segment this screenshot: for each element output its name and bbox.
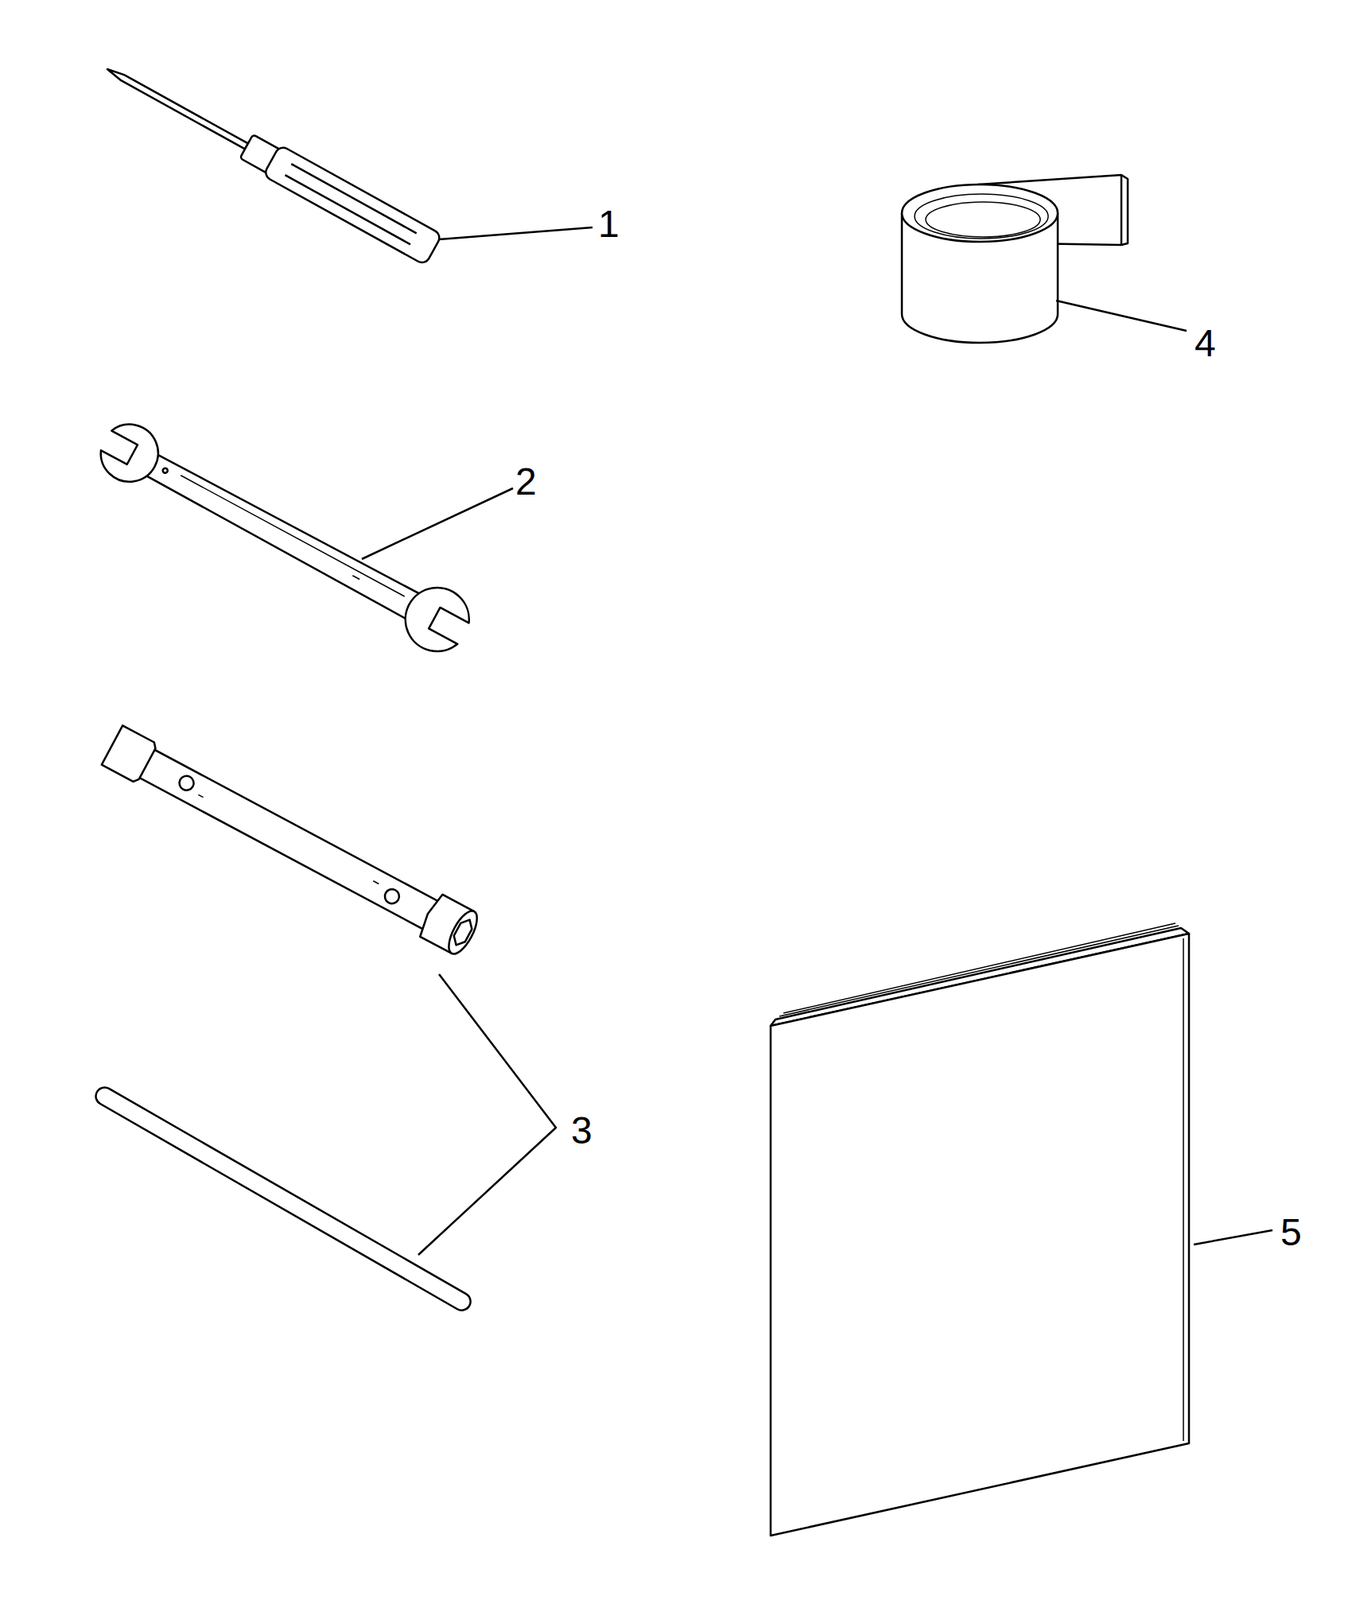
leader-line bbox=[418, 974, 556, 1255]
wrench bbox=[91, 412, 479, 662]
tape-roll bbox=[901, 174, 1128, 343]
callout-number: 4 bbox=[1194, 324, 1217, 363]
callout-number: 2 bbox=[515, 462, 537, 502]
tommy-bar bbox=[93, 1083, 474, 1314]
callout-number: 1 bbox=[598, 205, 620, 244]
leader-line bbox=[439, 227, 593, 240]
leader-line bbox=[1193, 1230, 1273, 1245]
leader-line bbox=[1056, 300, 1187, 331]
manual bbox=[770, 923, 1189, 1536]
box-wrench bbox=[101, 724, 483, 959]
screwdriver bbox=[98, 54, 443, 266]
leader-line bbox=[361, 488, 513, 560]
callout-number: 5 bbox=[1280, 1213, 1302, 1252]
callout-number: 3 bbox=[571, 1111, 593, 1150]
